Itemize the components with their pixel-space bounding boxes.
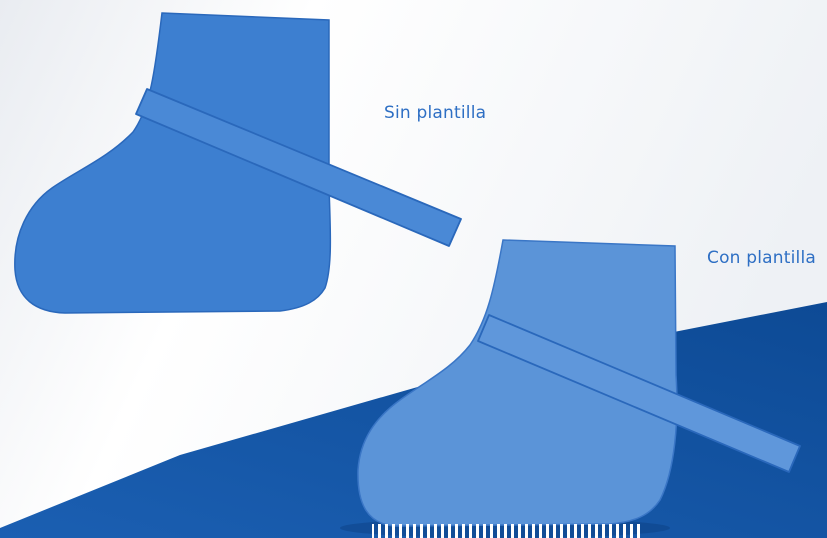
- ankle-strap: [135, 88, 462, 247]
- foot-shape: [14, 12, 332, 314]
- foot-without-insole: [14, 12, 462, 314]
- foot-with-insole: [357, 239, 801, 538]
- foot-shape: [357, 239, 678, 527]
- label-with-insole: Con plantilla: [707, 248, 817, 268]
- label-without-insole: Sin plantilla: [384, 103, 487, 123]
- insole-stripes: [372, 524, 640, 538]
- ankle-strap: [477, 314, 801, 473]
